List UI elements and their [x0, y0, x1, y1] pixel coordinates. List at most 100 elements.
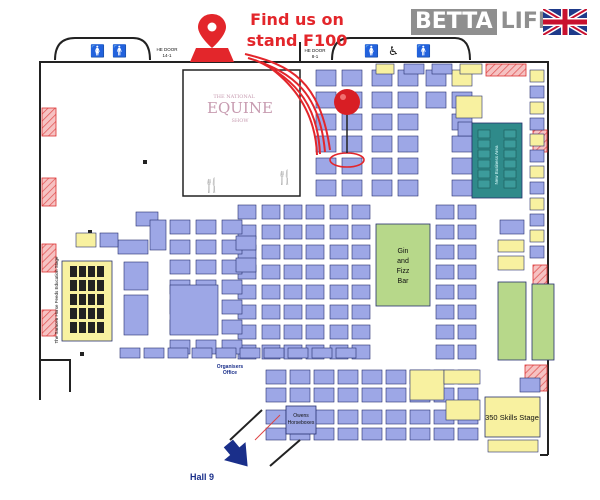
stand — [335, 347, 357, 359]
stand — [425, 91, 447, 109]
stand — [497, 239, 525, 253]
stand — [361, 369, 383, 385]
stand — [341, 179, 363, 197]
stand — [435, 264, 455, 280]
stand — [385, 387, 407, 403]
stand — [341, 69, 363, 87]
show-logo-top: THE NATIONAL — [213, 94, 255, 100]
stand — [371, 179, 393, 197]
stage-seat — [97, 308, 104, 319]
stand — [221, 299, 243, 315]
callout-pointer-lines — [244, 53, 331, 156]
stand — [435, 304, 455, 320]
stand — [305, 304, 325, 320]
restaurant-icon-2: 🍴 — [276, 169, 293, 186]
stand — [457, 427, 479, 441]
gin-bar-label-4: Bar — [398, 278, 410, 285]
stand — [529, 133, 545, 147]
stand — [497, 255, 525, 271]
stand — [351, 204, 371, 220]
skills-stage: 350 Skills Stage — [484, 396, 541, 438]
new-business-label: New Business Area — [494, 145, 499, 185]
gin-bar-label-1: Gin — [398, 248, 409, 255]
callout-line-2: stand F100 — [246, 31, 348, 50]
stand — [431, 63, 453, 75]
stand — [237, 204, 257, 220]
stand — [313, 369, 335, 385]
restaurant-icon: 🍴 — [203, 177, 220, 194]
stand — [435, 324, 455, 340]
green-side-stands — [497, 281, 555, 361]
stand — [221, 219, 243, 235]
stage-seat — [70, 322, 77, 333]
stand — [451, 179, 473, 197]
stage-seat — [70, 308, 77, 319]
stand — [311, 347, 333, 359]
stand — [329, 224, 349, 240]
stand — [305, 264, 325, 280]
stand — [143, 347, 165, 359]
stand — [305, 284, 325, 300]
stand — [397, 91, 419, 109]
hall-9-entrance: Hall 9 — [190, 409, 301, 482]
stand — [341, 135, 363, 153]
stand — [459, 63, 483, 75]
stand — [351, 304, 371, 320]
stand — [385, 369, 407, 385]
stand — [221, 279, 243, 295]
stand — [305, 204, 325, 220]
stand — [361, 427, 383, 441]
show-logo-main: EQUINE — [207, 99, 273, 117]
stand — [283, 324, 303, 340]
stand — [451, 135, 473, 153]
stand — [435, 284, 455, 300]
callout-line-1: Find us on — [250, 10, 344, 29]
stand — [167, 347, 189, 359]
stage-seat — [79, 322, 86, 333]
stand — [149, 219, 167, 251]
svg-text:🚹: 🚹 — [112, 44, 127, 58]
stand — [457, 284, 477, 300]
stand — [283, 204, 303, 220]
stand — [397, 179, 419, 197]
stand — [435, 244, 455, 260]
svg-text:🚺: 🚺 — [364, 44, 379, 58]
stand — [123, 294, 149, 336]
stand — [445, 399, 481, 421]
stand — [529, 101, 545, 115]
stand — [195, 259, 217, 275]
stand — [287, 347, 309, 359]
stand — [215, 347, 237, 359]
stand — [221, 319, 243, 335]
svg-text:HE DOOR: HE DOOR — [304, 48, 326, 53]
stand — [341, 113, 363, 131]
stand — [313, 387, 335, 403]
stand-callout: Find us on stand F100 — [238, 9, 356, 51]
owens-horseboxes: Owens Horseboxes — [285, 405, 317, 435]
stand — [499, 219, 525, 235]
stand — [261, 284, 281, 300]
stand — [191, 347, 213, 359]
stand — [315, 157, 337, 175]
uk-flag-icon — [543, 9, 587, 35]
stage-seat — [97, 266, 104, 277]
stand — [329, 244, 349, 260]
map-pin-icon — [334, 89, 360, 115]
stand — [329, 304, 349, 320]
svg-text:HE DOOR: HE DOOR — [156, 47, 178, 52]
stage-seat — [70, 280, 77, 291]
show-logo-bottom: SHOW — [231, 118, 249, 124]
stand — [529, 85, 545, 99]
stand — [435, 204, 455, 220]
stand — [529, 165, 545, 179]
stand — [305, 244, 325, 260]
stage-seat — [97, 280, 104, 291]
new-business-area: New Business Area — [471, 122, 523, 199]
stage-seat — [88, 308, 95, 319]
stand — [409, 369, 445, 401]
stand — [529, 197, 545, 211]
stand — [169, 284, 219, 336]
organisers-label-2: Office — [223, 370, 237, 376]
stand — [235, 235, 257, 251]
stand — [487, 439, 539, 453]
